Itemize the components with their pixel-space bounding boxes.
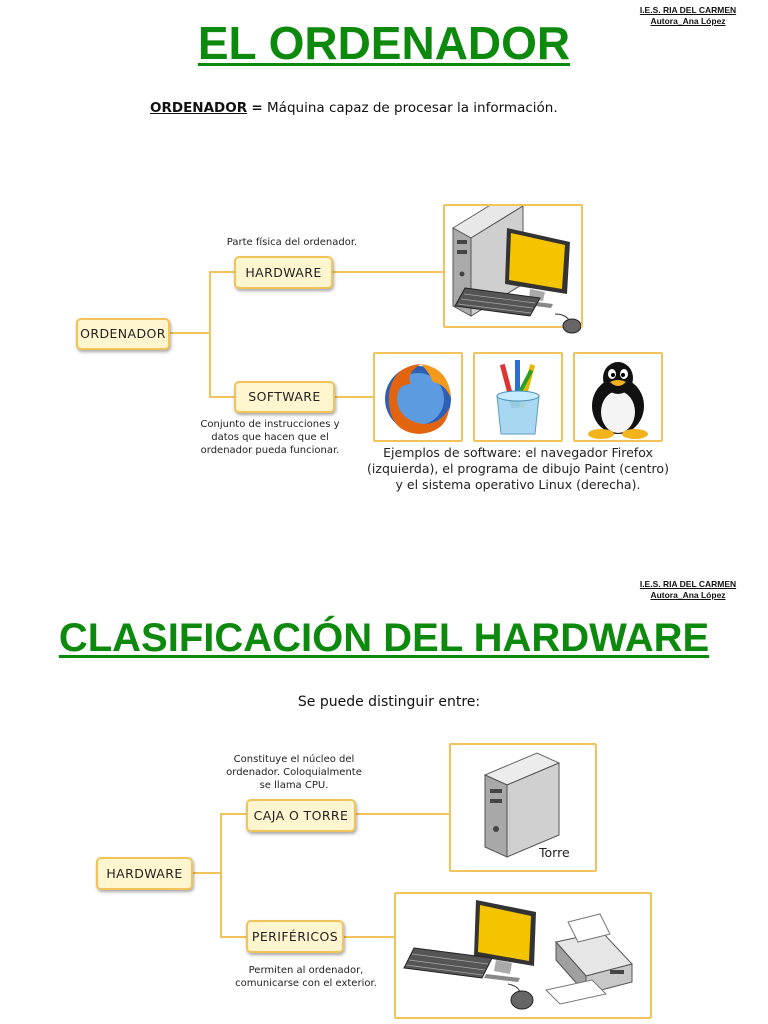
software-examples-caption: Ejemplos de software: el navegador Firef… xyxy=(367,445,669,492)
author-name-2: Autora_Ana López xyxy=(650,590,726,600)
computer-icon xyxy=(452,206,581,334)
page-title: EL ORDENADOR xyxy=(197,17,571,69)
connector-perifericos-image xyxy=(342,936,396,938)
connector-trunk-2 xyxy=(220,813,222,937)
definition-keyword: ORDENADOR xyxy=(150,100,248,116)
definition-text: Máquina capaz de procesar la información… xyxy=(267,100,558,116)
node-hardware: HARDWARE xyxy=(234,256,333,289)
peripherals-image-box xyxy=(394,892,652,1019)
tower-label: Torre xyxy=(539,845,570,860)
author-name: Autora_Ana López xyxy=(650,16,726,26)
paint-brushes-icon xyxy=(496,360,540,435)
connector-hardware xyxy=(209,271,236,273)
school-credit: I.E.S. RIA DEL CARMEN Autora_Ana López xyxy=(623,5,753,27)
connector-hardware-image xyxy=(332,271,445,273)
tux-penguin-icon xyxy=(588,362,648,439)
connector-software-image xyxy=(334,396,374,398)
tower-icon xyxy=(483,752,561,858)
connector-root xyxy=(169,332,211,334)
connector-caja-image xyxy=(354,813,451,815)
node-software: SOFTWARE xyxy=(234,381,335,413)
node-ordenador: ORDENADOR xyxy=(76,318,170,350)
connector-trunk xyxy=(209,271,211,397)
firefox-image-box xyxy=(373,352,463,442)
connector-root-2 xyxy=(192,872,222,874)
caja-note: Constituye el núcleo del ordenador. Colo… xyxy=(226,754,362,791)
paint-image-box xyxy=(473,352,563,442)
school-name: I.E.S. RIA DEL CARMEN xyxy=(639,5,737,15)
definition-line: ORDENADOR = Máquina capaz de procesar la… xyxy=(150,100,558,116)
software-note: Conjunto de instrucciones y datos que ha… xyxy=(200,419,340,456)
perifericos-note: Permiten al ordenador, comunicarse con e… xyxy=(235,965,377,989)
section-title: CLASIFICACIÓN DEL HARDWARE xyxy=(58,616,710,660)
school-credit-2: I.E.S. RIA DEL CARMEN Autora_Ana López xyxy=(623,579,753,601)
linux-image-box xyxy=(573,352,663,442)
firefox-icon xyxy=(385,364,451,434)
definition-equals: = xyxy=(251,100,263,116)
peripherals-icon xyxy=(403,900,633,1010)
tower-image-box: Torre xyxy=(449,743,597,872)
connector-caja xyxy=(220,813,248,815)
node-caja-torre: CAJA O TORRE xyxy=(246,799,356,832)
connector-software xyxy=(209,396,236,398)
node-hardware-root: HARDWARE xyxy=(96,857,193,890)
section-intro: Se puede distinguir entre: xyxy=(297,694,481,710)
computer-image-box xyxy=(443,204,583,334)
hardware-note: Parte física del ordenador. xyxy=(226,237,358,248)
node-perifericos: PERIFÉRICOS xyxy=(246,920,344,953)
connector-perifericos xyxy=(220,936,248,938)
school-name-2: I.E.S. RIA DEL CARMEN xyxy=(639,579,737,589)
